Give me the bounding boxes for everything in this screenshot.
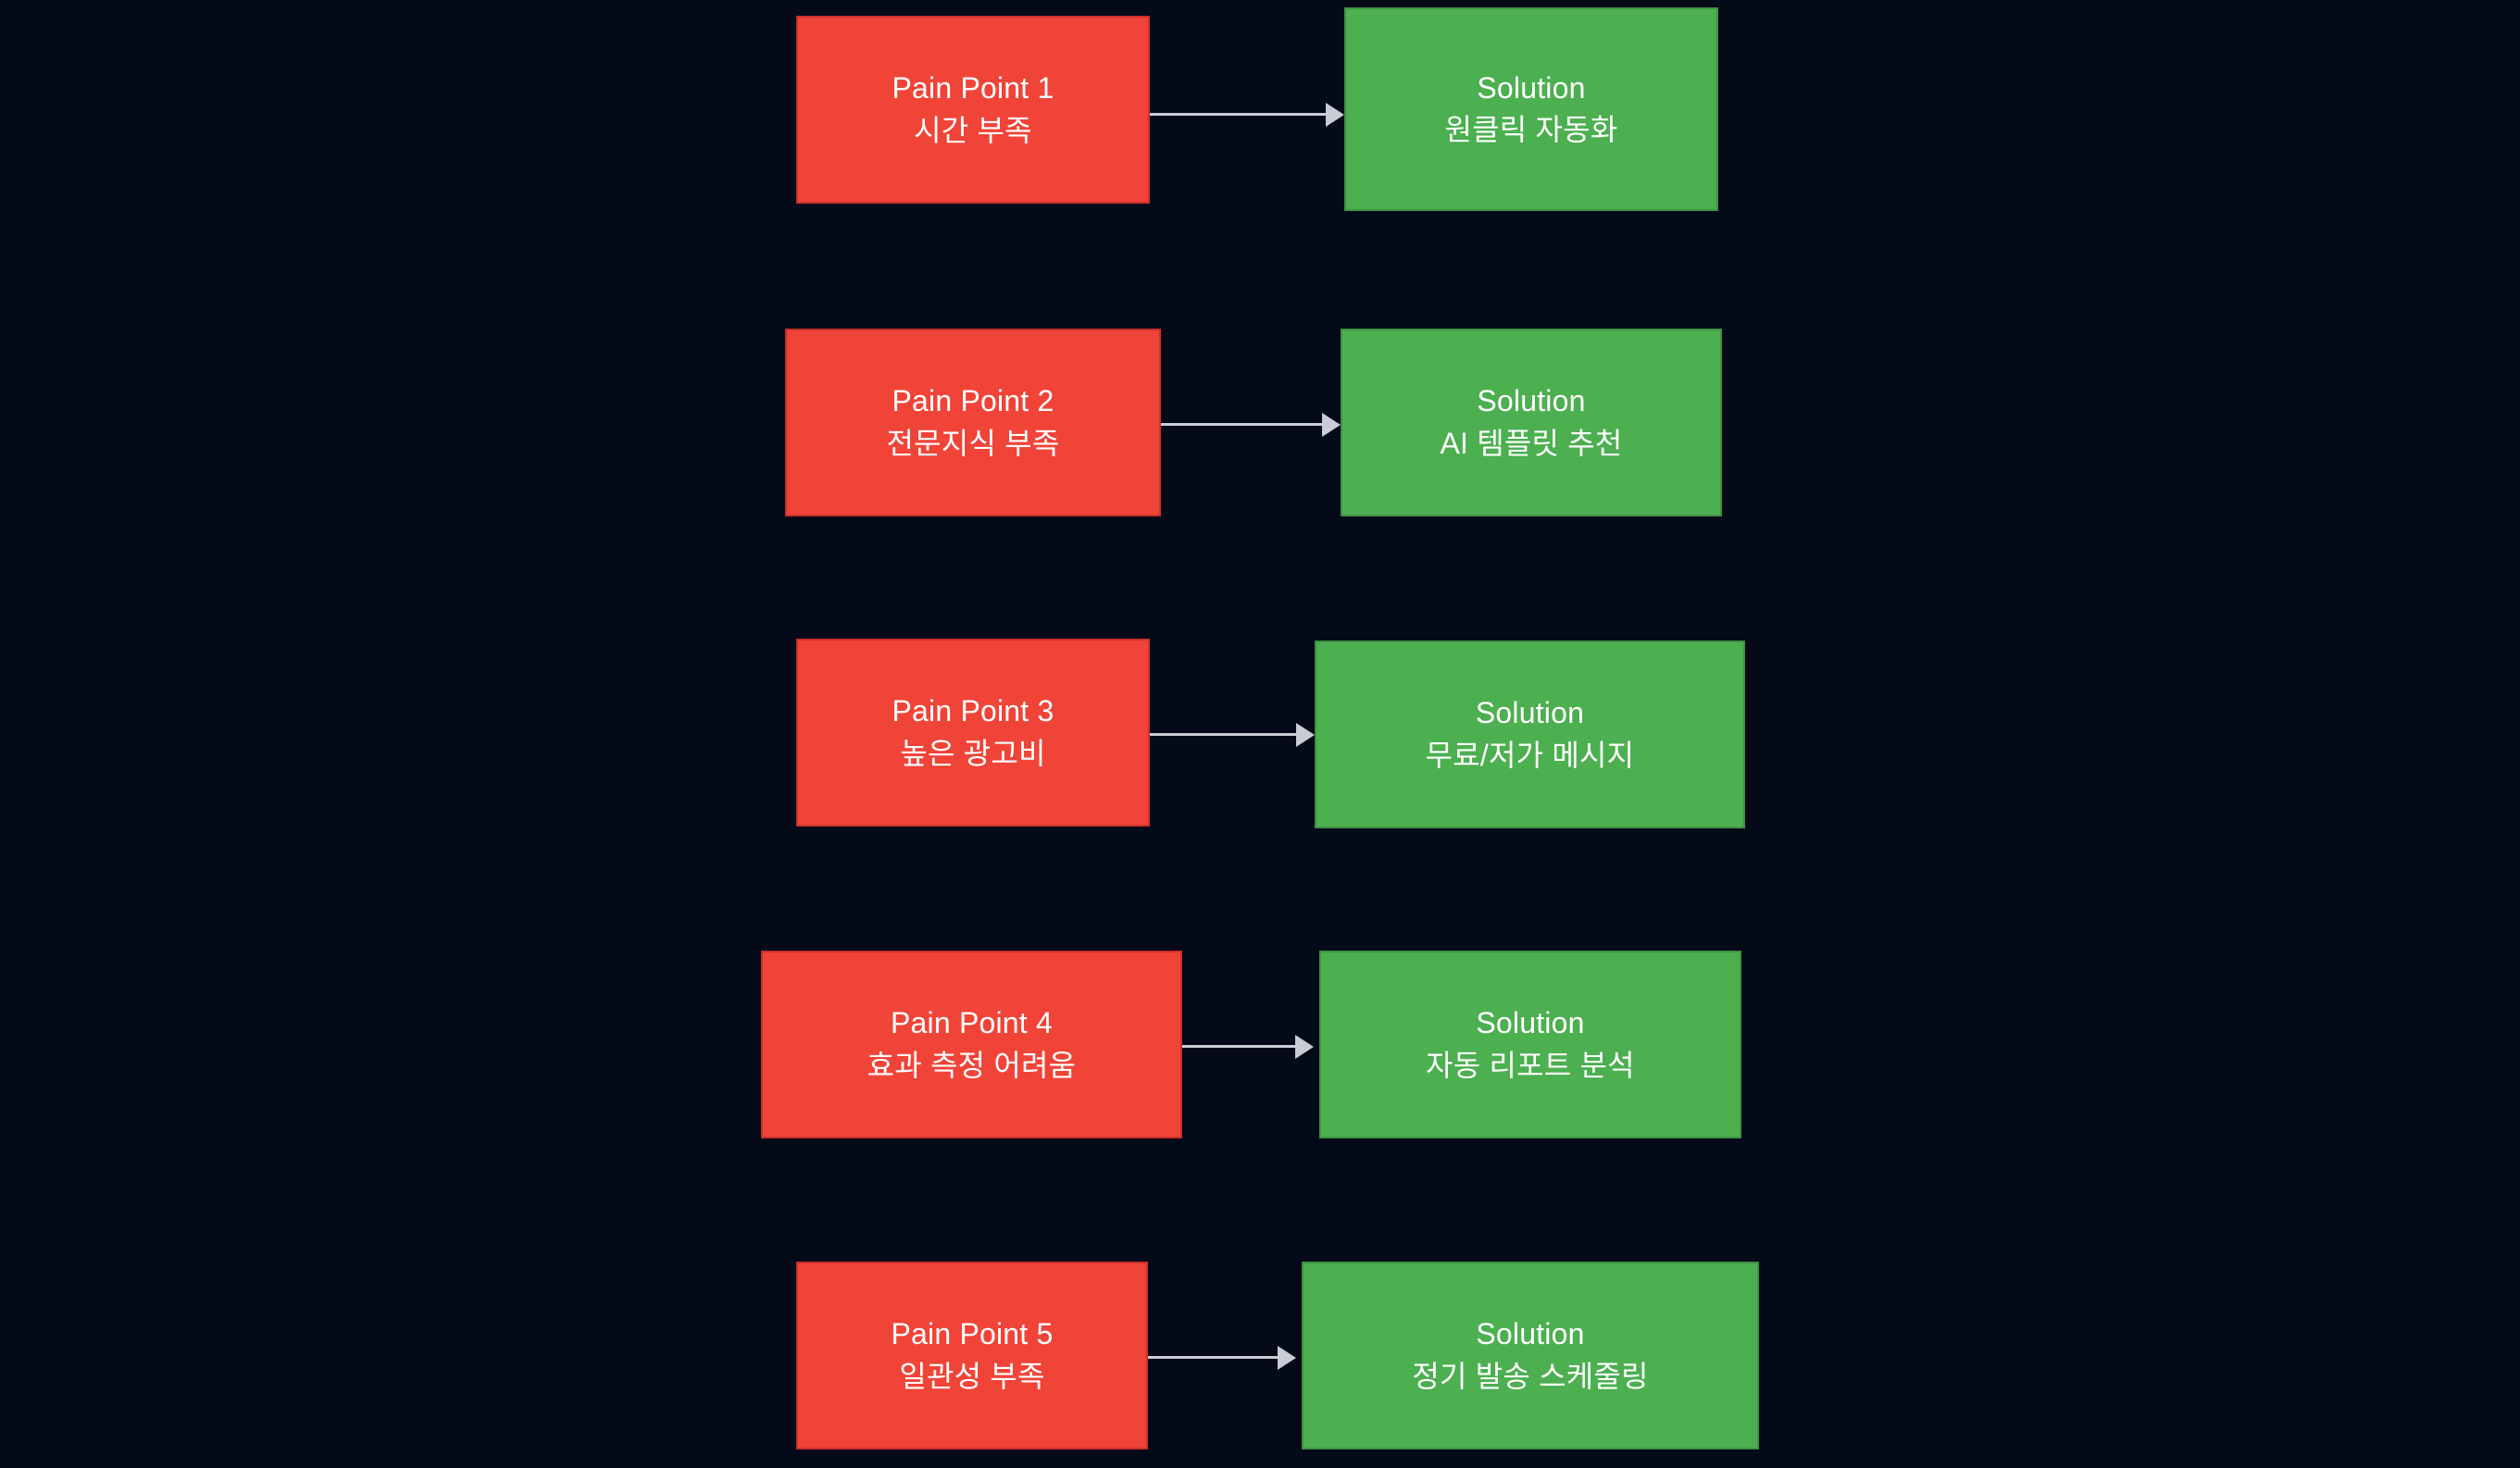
solution-detail-2: AI 템플릿 추천 bbox=[1440, 426, 1623, 460]
solution-node-1[interactable]: Solution 원클릭 자동화 bbox=[1344, 7, 1718, 211]
connector-line-1 bbox=[1150, 113, 1331, 116]
pain-point-detail-5: 일관성 부족 bbox=[899, 1359, 1045, 1393]
pain-point-detail-2: 전문지식 부족 bbox=[886, 426, 1060, 460]
connector-arrowhead-5 bbox=[1278, 1346, 1296, 1370]
connector-arrowhead-4 bbox=[1295, 1035, 1314, 1059]
solution-detail-5: 정기 발송 스케줄링 bbox=[1412, 1359, 1649, 1393]
pain-point-title-5: Pain Point 5 bbox=[891, 1317, 1054, 1351]
pain-point-node-3[interactable]: Pain Point 3 높은 광고비 bbox=[796, 639, 1150, 827]
pain-point-node-2[interactable]: Pain Point 2 전문지식 부족 bbox=[785, 329, 1161, 516]
pain-point-detail-1: 시간 부족 bbox=[914, 113, 1032, 147]
pain-point-title-1: Pain Point 1 bbox=[892, 71, 1054, 106]
pain-point-title-4: Pain Point 4 bbox=[891, 1006, 1053, 1040]
solution-title-3: Solution bbox=[1475, 696, 1585, 730]
solution-node-4[interactable]: Solution 자동 리포트 분석 bbox=[1319, 951, 1741, 1138]
pain-point-node-5[interactable]: Pain Point 5 일관성 부족 bbox=[796, 1262, 1148, 1449]
connector-arrowhead-2 bbox=[1322, 413, 1341, 437]
connector-line-3 bbox=[1150, 733, 1302, 736]
pain-point-detail-4: 효과 측정 어려움 bbox=[867, 1048, 1077, 1082]
solution-node-3[interactable]: Solution 무료/저가 메시지 bbox=[1315, 641, 1745, 828]
pain-point-title-3: Pain Point 3 bbox=[892, 694, 1054, 728]
solution-detail-1: 원클릭 자동화 bbox=[1444, 113, 1618, 146]
pain-point-node-1[interactable]: Pain Point 1 시간 부족 bbox=[796, 16, 1150, 204]
solution-title-4: Solution bbox=[1476, 1006, 1585, 1040]
solution-title-5: Solution bbox=[1476, 1317, 1585, 1351]
pain-point-title-2: Pain Point 2 bbox=[892, 384, 1054, 418]
pain-point-detail-3: 높은 광고비 bbox=[900, 736, 1046, 770]
solution-detail-3: 무료/저가 메시지 bbox=[1425, 738, 1635, 772]
solution-node-5[interactable]: Solution 정기 발송 스케줄링 bbox=[1302, 1262, 1759, 1449]
connector-line-4 bbox=[1182, 1045, 1301, 1048]
solution-title-1: Solution bbox=[1477, 70, 1586, 105]
connector-arrowhead-3 bbox=[1296, 723, 1315, 747]
solution-title-2: Solution bbox=[1477, 384, 1586, 418]
connector-arrowhead-1 bbox=[1326, 103, 1344, 127]
solution-node-2[interactable]: Solution AI 템플릿 추천 bbox=[1341, 329, 1722, 516]
connector-line-5 bbox=[1148, 1356, 1283, 1359]
pain-point-node-4[interactable]: Pain Point 4 효과 측정 어려움 bbox=[761, 951, 1182, 1138]
connector-line-2 bbox=[1161, 423, 1328, 426]
solution-detail-4: 자동 리포트 분석 bbox=[1426, 1048, 1635, 1082]
